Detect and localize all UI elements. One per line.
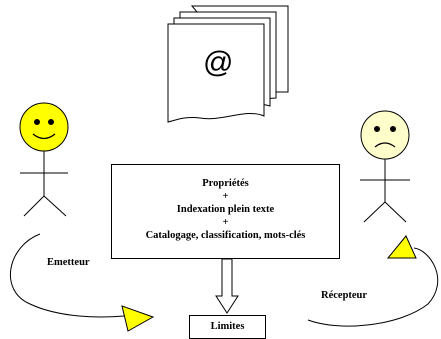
cataloguing-line: Catalogage, classification, mots-clés <box>145 230 306 241</box>
receiver-person <box>360 110 410 223</box>
plus-line: + <box>222 191 229 202</box>
receiver-label: Récepteur <box>321 290 368 301</box>
plus-line: + <box>222 217 229 228</box>
properties-line: Propriétés <box>202 178 249 189</box>
limits-box: Limites <box>189 315 266 339</box>
properties-box: Propriétés + Indexation plein texte + Ca… <box>111 164 340 259</box>
down-arrow-icon <box>215 258 239 314</box>
receiver-cycle-arrow-icon <box>307 235 439 327</box>
emitter-label: Emetteur <box>47 257 90 268</box>
happy-face-icon <box>19 102 69 152</box>
emitter-cycle-arrow-icon <box>10 233 155 332</box>
fulltext-indexing-line: Indexation plein texte <box>176 204 275 215</box>
sad-face-icon <box>360 110 410 160</box>
document-stack-icon <box>167 5 289 123</box>
at-sign-icon: @ <box>203 46 234 79</box>
emitter-person <box>19 102 69 217</box>
